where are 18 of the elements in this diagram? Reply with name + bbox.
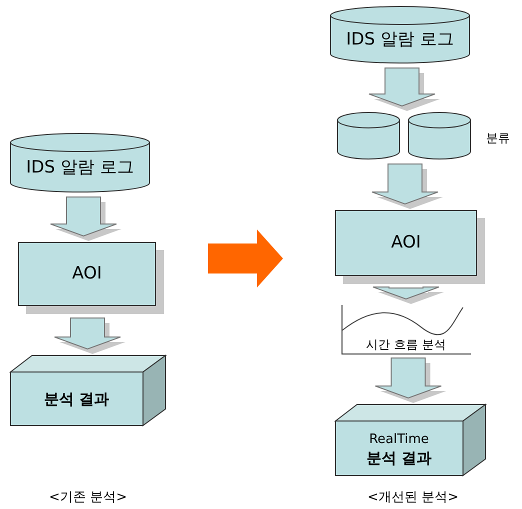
node-text: RealTime — [369, 432, 429, 447]
down-arrow — [372, 164, 443, 209]
annotation: 분류 — [486, 130, 510, 147]
node-text: AOI — [391, 234, 421, 252]
caption: <기존 분석> — [49, 489, 127, 506]
node-text: IDS 알람 로그 — [346, 30, 454, 50]
down-arrow — [372, 286, 444, 304]
block-arrow — [208, 230, 283, 288]
node-text: 분석 결과 — [44, 390, 110, 408]
node-text: 분석 결과 — [366, 449, 432, 466]
chart-caption: 시간 흐름 분석 — [366, 338, 446, 352]
caption: <개선된 분석> — [368, 489, 458, 506]
down-arrow — [54, 318, 126, 354]
down-arrow — [368, 68, 440, 111]
down-arrow — [50, 196, 122, 241]
node-text: AOI — [72, 264, 102, 284]
node-text: IDS 알람 로그 — [26, 158, 134, 178]
down-arrow — [374, 358, 446, 403]
